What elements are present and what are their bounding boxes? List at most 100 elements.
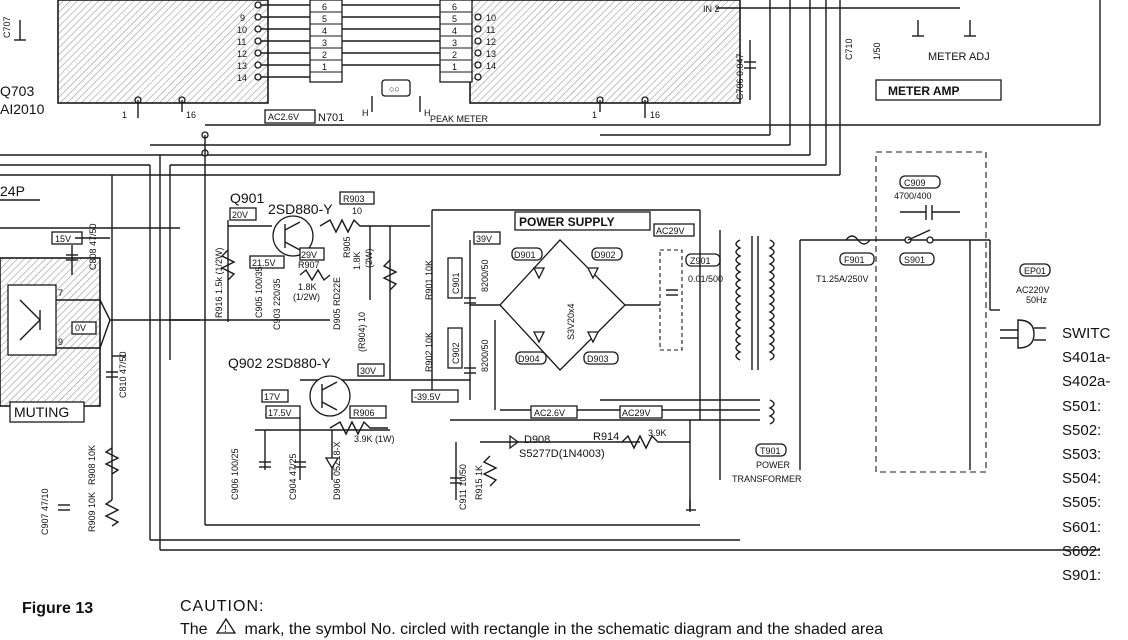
q902-label: Q902 2SD880-Y	[228, 355, 331, 371]
r907-watt: (1/2W)	[293, 292, 320, 302]
bridge-rectifier	[470, 239, 660, 371]
pin-label: 16	[650, 110, 660, 120]
pin-label: 14	[486, 61, 496, 71]
q703-label: Q703	[0, 83, 34, 99]
z901-value: 0.01/500	[688, 274, 723, 284]
pin-label: 1	[122, 110, 127, 120]
warning-triangle-icon: !	[215, 617, 237, 639]
c710-label: C710	[844, 38, 854, 60]
c903-label: C903 220/35	[272, 278, 282, 330]
pin-label: 1	[592, 110, 597, 120]
voltage-29v-box	[299, 247, 325, 261]
power-supply-box	[514, 211, 651, 231]
caution-heading: CAUTION:	[180, 598, 265, 615]
ep01-box	[1019, 263, 1051, 277]
c911-label: C911 10/50	[458, 464, 468, 510]
d905-label: D905 RD22E	[332, 277, 342, 330]
voltage-21v-box	[249, 255, 285, 269]
switch-item: S402a-	[1062, 373, 1111, 391]
bus-pin: 6	[452, 2, 457, 12]
r906-value: 3.9K (1W)	[354, 434, 395, 444]
pin-label: 9	[240, 13, 245, 23]
q901-transistor	[272, 215, 314, 257]
c710-value: 1/50	[872, 42, 882, 60]
r907-value: 1.8K	[298, 282, 317, 292]
bus-pin: 2	[452, 50, 457, 60]
ic-meter-block	[469, 0, 741, 104]
pin-label: 11	[486, 25, 495, 35]
d906-label: D906 05Z18-X	[332, 441, 342, 500]
r914-label: R914	[593, 431, 619, 443]
voltage-20v: 20V	[232, 210, 248, 220]
caution-line: The ! mark, the symbol No. circled with …	[180, 617, 883, 639]
c909-value: 4700/400	[894, 191, 932, 201]
r902-label: R902 10K	[424, 332, 434, 372]
voltage-17-5v: 17.5V	[268, 408, 292, 418]
pin-label: 16	[186, 110, 196, 120]
d902-label: D902	[594, 250, 616, 260]
d904-box	[515, 351, 547, 365]
c909-label: C909	[904, 178, 926, 188]
switch-item: S504:	[1062, 470, 1102, 488]
bus-pin: 2	[322, 50, 327, 60]
d903-label: D903	[587, 354, 609, 364]
voltage-0v: 0V	[75, 323, 86, 333]
c901-label: C901	[451, 272, 461, 294]
r904-label: (R904) 10	[357, 312, 367, 352]
muting-box	[9, 401, 85, 423]
t901-label: T901	[760, 446, 781, 456]
q901-part: 2SD880-Y	[268, 201, 333, 217]
c909-box	[899, 175, 941, 189]
ac29v-label-2: AC29V	[622, 408, 651, 418]
bus-pin: 1	[322, 62, 327, 72]
switch-item: S901:	[1062, 567, 1102, 585]
connector-bus: 6 5 4 3 2 1 6 5 4 3 2 1 10 11 12 13 14	[309, 0, 496, 83]
c808-label: C808 47/50	[88, 223, 98, 270]
c706-label: C706 0.047	[735, 53, 745, 100]
f901-box	[839, 252, 875, 266]
voltage-21v: 21.5V	[252, 258, 276, 268]
muting-label: MUTING	[14, 404, 69, 420]
c902-box	[447, 327, 463, 369]
meter-adj-label: METER ADJ	[928, 51, 990, 63]
switch-list: SWITC S401a- S402a- S501: S502: S503: S5…	[1062, 322, 1110, 588]
ic-q703-block	[57, 0, 269, 104]
f901-label: F901	[844, 255, 865, 265]
pin-label: 12	[237, 49, 247, 59]
z901-outline	[659, 249, 683, 351]
voltage-15v: 15V	[55, 234, 71, 244]
r906-label: R906	[353, 408, 375, 418]
r901-label: R901 10K	[424, 260, 434, 300]
ai2010-label: AI2010	[0, 101, 45, 117]
c901-value: 8200/50	[480, 259, 490, 292]
voltage-20v-box	[229, 207, 257, 221]
voltage-30v-box	[357, 363, 385, 377]
pin-label: 10	[237, 25, 247, 35]
c907-label: C907 47/10	[40, 488, 50, 535]
n701-volt-box	[264, 109, 316, 124]
pins-left-ic: 9 10 11 12 13 14	[237, 1, 310, 83]
pin-label: 10	[486, 13, 496, 23]
c810-label: C810 47/50	[118, 351, 128, 398]
d901-label: D901	[514, 250, 536, 260]
switch-item: S601:	[1062, 518, 1102, 536]
c905-label: C905 100/35	[254, 266, 264, 318]
switch-item: S505:	[1062, 494, 1102, 512]
figure-caption: Figure 13	[22, 600, 94, 617]
r905-label: R905	[342, 236, 352, 258]
ac29v-label: AC29V	[656, 226, 685, 236]
q901-label: Q901	[230, 190, 264, 206]
pin-label: 14	[237, 73, 247, 83]
pin-h: H	[362, 108, 369, 118]
n701-voltage: AC2.6V	[268, 112, 299, 122]
bus-pin: 5	[322, 14, 327, 24]
c902-value: 8200/50	[480, 339, 490, 372]
voltage-neg39v: -39.5V	[414, 392, 441, 402]
peak-meter-lamp	[381, 79, 411, 97]
transformer-label: TRANSFORMER	[732, 474, 802, 484]
voltage-29v: 29V	[301, 250, 317, 260]
r903-box	[339, 191, 375, 205]
r908-label: R908 10K	[87, 445, 97, 485]
signal-bus-vertical	[0, 0, 1101, 176]
